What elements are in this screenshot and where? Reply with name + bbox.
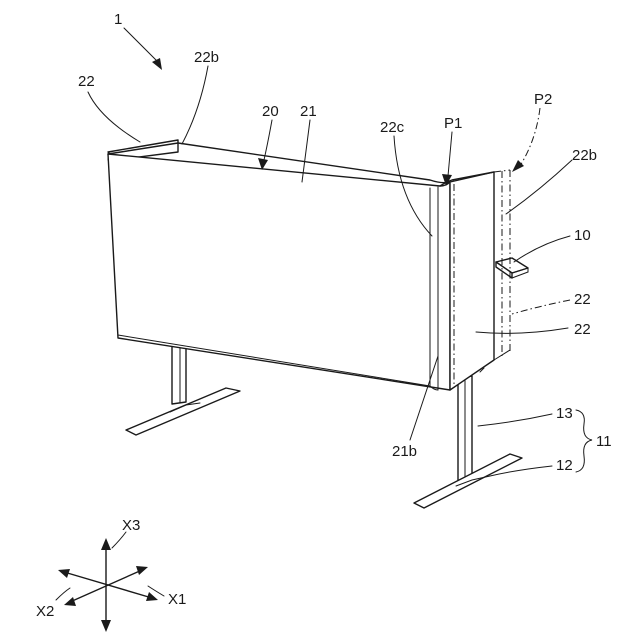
label-assembly: 1 <box>114 11 122 28</box>
label-axis-x3: X3 <box>122 517 140 534</box>
label-desktop: 10 <box>574 227 591 244</box>
right-leg <box>414 368 522 508</box>
label-leg-post: 13 <box>556 405 573 422</box>
label-position-p1: P1 <box>444 115 462 132</box>
label-panel-bottom: 21b <box>392 443 417 460</box>
label-side-panel-alt: 22 <box>574 291 591 308</box>
label-panel-unit: 20 <box>262 103 279 120</box>
label-axis-x2: X2 <box>36 603 54 620</box>
left-leg-post <box>172 343 186 404</box>
label-right-edge: 22b <box>572 147 597 164</box>
main-panel-face <box>108 154 450 390</box>
label-position-p2: P2 <box>534 91 552 108</box>
desktop-board <box>496 258 528 278</box>
side-panel-face <box>450 172 494 390</box>
label-side-panel-left: 22 <box>78 73 95 90</box>
left-leg <box>126 343 240 435</box>
label-corner-edge: 22c <box>380 119 405 136</box>
label-leg-assembly: 11 <box>596 433 612 450</box>
label-main-panel: 21 <box>300 103 317 120</box>
side-panel-right <box>440 172 510 390</box>
label-side-panel-right: 22 <box>574 321 591 338</box>
label-leg-foot: 12 <box>556 457 573 474</box>
label-axis-x1: X1 <box>168 591 186 608</box>
coordinate-axes <box>58 538 158 632</box>
main-panel <box>108 140 450 390</box>
label-left-edge: 22b <box>194 49 219 66</box>
